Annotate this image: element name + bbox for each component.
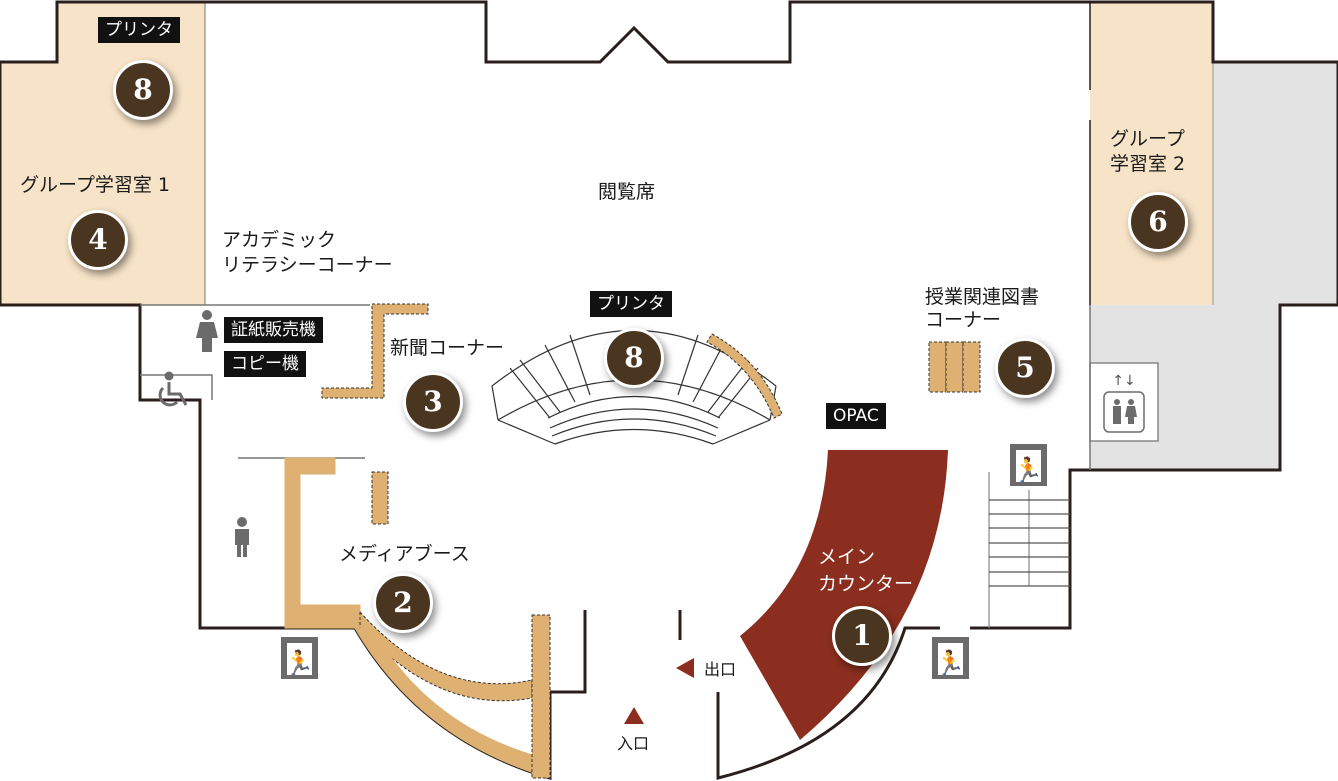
mens-restroom-icon bbox=[235, 517, 249, 557]
emergency-exit-icon: 🏃 bbox=[1010, 444, 1047, 486]
marker-2-media-booth[interactable]: 2 bbox=[373, 573, 433, 633]
svg-text:🏃: 🏃 bbox=[1013, 456, 1043, 484]
womens-restroom-icon bbox=[196, 310, 218, 352]
elevator-icon[interactable]: ↑↓ bbox=[1103, 373, 1145, 433]
exit-arrow-icon bbox=[676, 658, 694, 678]
copier-tag: コピー機 bbox=[224, 351, 306, 377]
main-counter-label-line2: カウンター bbox=[818, 573, 914, 595]
seating-shelf bbox=[706, 333, 783, 419]
marker-8-printer-center[interactable]: 8 bbox=[604, 328, 664, 388]
academic-corner-label-line2: リテラシーコーナー bbox=[222, 254, 393, 276]
course-books-label-line2: コーナー bbox=[925, 309, 1002, 331]
marker-5-course-books[interactable]: 5 bbox=[995, 338, 1055, 398]
marker-8-printer[interactable]: 8 bbox=[113, 60, 173, 120]
group-room-1-label: グループ学習室 1 bbox=[20, 174, 170, 196]
group-room-2-label-line1: グループ bbox=[1110, 128, 1185, 150]
reading-seats-label: 閲覧席 bbox=[598, 181, 656, 203]
group-room-2-area[interactable] bbox=[1090, 2, 1213, 305]
main-counter-label-line1: メイン bbox=[818, 546, 876, 568]
media-booth-label: メディアブース bbox=[339, 543, 470, 565]
emergency-exit-icon: 🏃 bbox=[281, 637, 318, 679]
course-books-label-line1: 授業関連図書 bbox=[925, 286, 1040, 308]
marker-3-newspaper[interactable]: 3 bbox=[403, 372, 463, 432]
exit-label: 出口 bbox=[704, 660, 737, 679]
printer-tag-left: プリンタ bbox=[98, 17, 180, 43]
stamp-machine-tag: 証紙販売機 bbox=[224, 317, 323, 343]
media-booth-shelves bbox=[284, 457, 551, 779]
entrance-label: 入口 bbox=[617, 734, 650, 753]
accessible-restroom-icon bbox=[158, 371, 188, 407]
printer-tag-center: プリンタ bbox=[590, 291, 672, 317]
main-counter-area[interactable] bbox=[740, 450, 948, 740]
academic-corner-label-line1: アカデミック bbox=[222, 229, 337, 251]
course-book-shelves bbox=[928, 341, 981, 393]
marker-4-group-room-1[interactable]: 4 bbox=[68, 210, 128, 270]
marker-1-main-counter[interactable]: 1 bbox=[832, 606, 892, 666]
emergency-exit-icon: 🏃 bbox=[932, 637, 969, 679]
entrance-arrow-icon bbox=[624, 707, 644, 724]
group-room-2-label-line2: 学習室 2 bbox=[1110, 153, 1186, 175]
svg-text:🏃: 🏃 bbox=[284, 649, 314, 677]
newspaper-shelves bbox=[321, 303, 429, 399]
newspaper-corner-label: 新聞コーナー bbox=[390, 337, 505, 359]
svg-text:🏃: 🏃 bbox=[935, 649, 965, 677]
marker-6-group-room-2[interactable]: 6 bbox=[1128, 192, 1188, 252]
opac-tag[interactable]: OPAC bbox=[826, 403, 886, 429]
stairs bbox=[988, 472, 1070, 628]
svg-text:↑↓: ↑↓ bbox=[1112, 373, 1135, 389]
